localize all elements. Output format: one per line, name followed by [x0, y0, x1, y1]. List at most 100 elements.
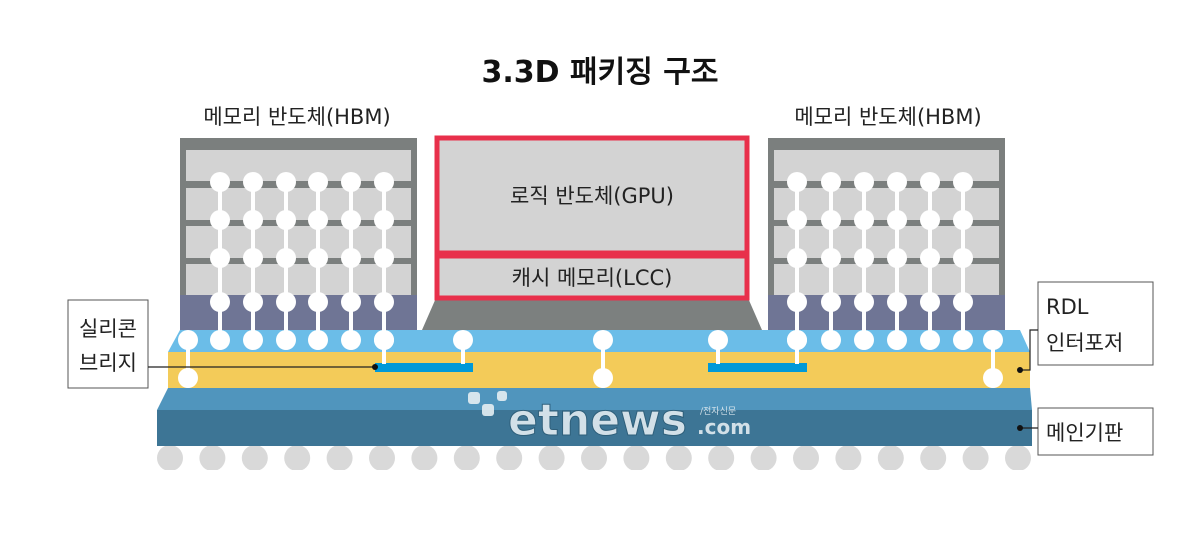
solder-ball — [326, 446, 353, 470]
micro-bump — [854, 292, 874, 312]
bump — [983, 368, 1003, 388]
micro-bump — [821, 292, 841, 312]
solder-ball — [369, 446, 395, 470]
micro-bump — [787, 292, 807, 312]
micro-bump — [210, 172, 230, 192]
bump — [593, 368, 613, 388]
hbm-right-die-layer — [774, 264, 999, 295]
micro-bump — [953, 292, 973, 312]
micro-bump — [308, 210, 328, 230]
micro-bump — [276, 248, 296, 268]
callout-substrate-box — [1037, 407, 1154, 456]
micro-bump — [374, 172, 394, 192]
bump — [453, 330, 473, 350]
solder-ball — [708, 446, 735, 470]
micro-bump — [308, 248, 328, 268]
micro-bump — [887, 330, 907, 350]
micro-bump — [821, 172, 841, 192]
micro-bump — [920, 330, 940, 350]
micro-bump — [953, 172, 973, 192]
micro-bump — [920, 292, 940, 312]
solder-ball — [835, 446, 862, 470]
micro-bump — [887, 248, 907, 268]
callout-bridge-box — [67, 299, 149, 389]
solder-ball — [750, 446, 777, 470]
micro-bump — [276, 292, 296, 312]
micro-bump — [243, 330, 263, 350]
callout-bridge-dot — [372, 364, 378, 370]
micro-bump — [787, 248, 807, 268]
micro-bump — [341, 210, 361, 230]
hbm-left-label: 메모리 반도체(HBM) — [203, 105, 390, 129]
micro-bump — [210, 248, 230, 268]
micro-bump — [953, 248, 973, 268]
micro-bump — [308, 172, 328, 192]
etnews-tagline: /전자신문 — [700, 406, 736, 417]
etnews-suffix: .com — [697, 415, 751, 439]
main-substrate-top — [157, 388, 1032, 410]
callout-interposer-line1: RDL — [1046, 295, 1089, 319]
micro-bump — [243, 248, 263, 268]
micro-bump — [887, 210, 907, 230]
bump — [178, 330, 198, 350]
hbm-right-label: 메모리 반도체(HBM) — [794, 105, 981, 129]
micro-bump — [374, 248, 394, 268]
micro-bump — [243, 172, 263, 192]
micro-bump — [821, 248, 841, 268]
etnews-watermark: etnews .com /전자신문 — [468, 391, 751, 447]
solder-ball — [538, 446, 565, 470]
callout-interposer-line2: 인터포저 — [1046, 331, 1123, 355]
micro-bump — [210, 210, 230, 230]
callout-substrate-label: 메인기판 — [1046, 421, 1123, 445]
hbm-left-die-layer — [186, 264, 411, 295]
hbm-stack-right — [768, 138, 1005, 350]
bump — [787, 330, 807, 350]
micro-bump — [887, 292, 907, 312]
micro-bump — [341, 172, 361, 192]
micro-bump — [210, 330, 230, 350]
etnews-logo-square-3 — [497, 391, 507, 401]
micro-bump — [243, 210, 263, 230]
callout-substrate-dot — [1017, 425, 1023, 431]
micro-bump — [308, 330, 328, 350]
solder-ball — [496, 446, 523, 470]
gpu-underfill — [422, 298, 762, 330]
solder-ball — [411, 446, 438, 470]
micro-bump — [953, 330, 973, 350]
gpu-label: 로직 반도체(GPU) — [510, 184, 674, 208]
solder-ball — [581, 446, 607, 470]
bump — [374, 330, 394, 350]
title: 3.3D 패키징 구조 — [482, 55, 719, 90]
micro-bump — [920, 172, 940, 192]
gpu-die — [434, 135, 750, 256]
callout-interposer-box — [1037, 281, 1154, 366]
micro-bump — [920, 248, 940, 268]
bump — [983, 330, 1003, 350]
micro-bump — [787, 172, 807, 192]
silicon-bridge-left — [375, 363, 473, 372]
micro-bump — [341, 330, 361, 350]
bump — [178, 368, 198, 388]
micro-bump — [341, 292, 361, 312]
micro-bump — [787, 210, 807, 230]
micro-bump — [953, 210, 973, 230]
callout-bridge-line2: 브리지 — [79, 351, 137, 375]
micro-bump — [821, 210, 841, 230]
etnews-brand: etnews — [508, 395, 687, 446]
micro-bump — [854, 248, 874, 268]
etnews-logo-square-1 — [468, 392, 480, 404]
bump — [593, 330, 613, 350]
micro-bump — [276, 172, 296, 192]
solder-ball — [1005, 446, 1031, 470]
micro-bump — [276, 330, 296, 350]
solder-ball — [920, 446, 947, 470]
micro-bump — [341, 248, 361, 268]
micro-bump — [920, 210, 940, 230]
micro-bump — [210, 292, 230, 312]
micro-bump — [374, 210, 394, 230]
micro-bump — [308, 292, 328, 312]
solder-ball — [157, 446, 183, 470]
lcc-die — [434, 253, 750, 301]
